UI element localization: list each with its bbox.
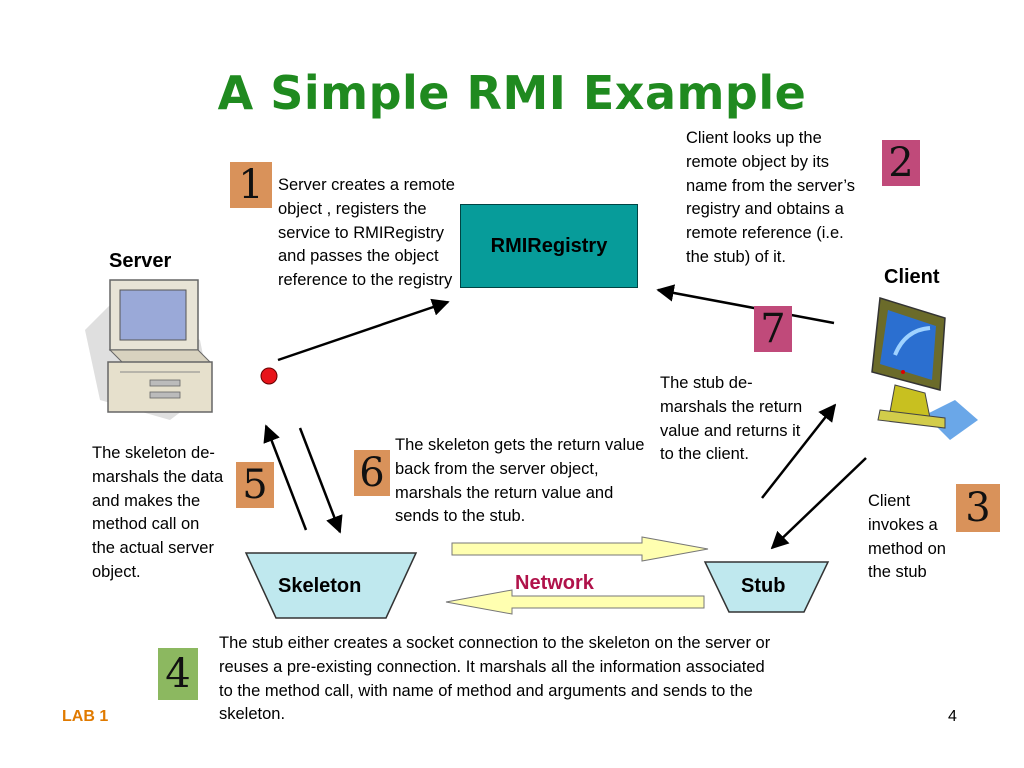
badge-2-bg: [882, 140, 920, 186]
arrow-call-object: [298, 427, 343, 534]
rmiregistry-box: RMIRegistry: [460, 204, 638, 288]
network-label: Network: [515, 572, 594, 594]
badge-1-bg: [230, 162, 272, 208]
step-4-text: The stub either creates a socket connect…: [219, 634, 771, 724]
arrow-return-client: [761, 403, 837, 499]
stub-label: Stub: [741, 575, 786, 597]
network-arrow-left: [445, 589, 705, 615]
skeleton-label: Skeleton: [278, 575, 362, 597]
server-computer-icon: [85, 279, 213, 420]
badge-5-bg: [236, 462, 274, 508]
stub-node: [703, 561, 830, 613]
step-1-text: Server creates a remote object , registe…: [278, 176, 455, 290]
badge-6: 6: [359, 450, 385, 496]
badge-3: 3: [965, 485, 991, 531]
slide-title: A Simple RMI Example: [217, 66, 807, 120]
badge-6-bg: [354, 450, 390, 496]
client-label: Client: [884, 266, 940, 288]
badge-7-bg: [754, 306, 792, 352]
arrow-register: [277, 298, 450, 362]
step-5-text: The skeleton de-marshals the data and ma…: [92, 444, 224, 581]
badge-4: 4: [165, 651, 191, 697]
client-monitor-icon: [871, 297, 978, 440]
page-number: 4: [948, 708, 957, 725]
badge-2: 2: [888, 140, 914, 186]
step-2-text: Client looks up the remote object by its…: [686, 129, 856, 266]
server-label: Server: [109, 250, 172, 272]
step-3-text: Client invokes a method on the stub: [868, 492, 946, 582]
badge-4-bg: [158, 648, 198, 700]
badge-3-bg: [956, 484, 1000, 532]
badge-1: 1: [238, 162, 264, 208]
badge-5: 5: [242, 462, 268, 508]
footer-lab-label: LAB 1: [62, 708, 109, 725]
arrow-invoke: [770, 457, 867, 550]
step-7-text: The stub de-marshals the return value an…: [660, 374, 803, 464]
step-6-text: The skeleton gets the return value back …: [395, 436, 645, 526]
badge-7: 7: [760, 306, 786, 352]
skeleton-node: [244, 552, 418, 619]
server-object-dot: [260, 367, 278, 385]
arrow-return-skeleton: [263, 424, 308, 531]
network-arrow-right: [451, 536, 709, 562]
arrow-lookup: [656, 284, 835, 325]
